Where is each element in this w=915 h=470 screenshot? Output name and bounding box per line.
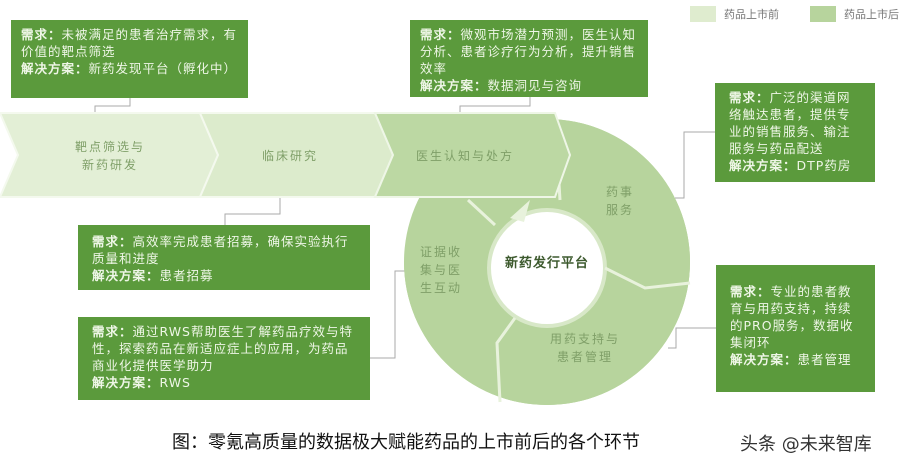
connector bbox=[224, 198, 281, 225]
arrow-icon bbox=[510, 200, 530, 222]
ring-center-label: 新药发行平台 bbox=[504, 256, 589, 271]
legend-swatch-post bbox=[810, 6, 836, 22]
need-box-dtp: 需求：广泛的渠道网络触达患者，提供专业的销售服务、输注服务与药品配送解决方案：D… bbox=[715, 83, 875, 182]
legend-label-pre: 药品上市前 bbox=[724, 8, 779, 21]
connector bbox=[459, 97, 531, 113]
caption: 图：零氪高质量的数据极大赋能药品的上市前后的各个环节 bbox=[172, 432, 640, 453]
connector bbox=[675, 131, 715, 199]
connector bbox=[668, 327, 716, 349]
stage-label-prescription: 医生认知与处方 bbox=[415, 149, 514, 163]
need-box-recruit: 需求：高效率完成患者招募，确保实验执行质量和进度解决方案：患者招募 bbox=[78, 225, 370, 290]
need-box-discovery: 需求：未被满足的患者治疗需求，有价值的靶点筛选解决方案：新药发现平台（孵化中） bbox=[11, 20, 248, 98]
legend-swatch-pre bbox=[690, 6, 716, 22]
stage-label-target: 靶点筛选与 新药研发 bbox=[74, 140, 145, 172]
ring-divider bbox=[495, 317, 517, 403]
ring-label-patient: 用药支持与 患者管理 bbox=[549, 332, 620, 364]
need-box-insight: 需求：微观市场潜力预测，医生认知分析、患者诊疗行为分析，提升销售效率解决方案：数… bbox=[410, 20, 648, 97]
ring-divider bbox=[466, 198, 497, 227]
ring-label-pharmacy: 药事 服务 bbox=[605, 185, 634, 217]
stage-3-shape bbox=[373, 112, 572, 198]
need-box-rws: 需求：通过RWS帮助医生了解药品疗效与特性，探索药品在新适应症上的应用，为药品商… bbox=[78, 317, 370, 400]
connector bbox=[94, 98, 131, 113]
ring-label-evidence: 证据收 集与医 生互动 bbox=[420, 245, 463, 295]
connector bbox=[370, 270, 405, 359]
legend-label-post: 药品上市后 bbox=[844, 8, 899, 21]
watermark: 头条 @未来智库 bbox=[740, 434, 872, 455]
ring-divider bbox=[604, 266, 691, 290]
need-box-patient: 需求：专业的患者教育与用药支持，持续的PRO服务，数据收集闭环解决方案：患者管理 bbox=[716, 265, 875, 392]
stage-label-clinical: 临床研究 bbox=[261, 149, 318, 163]
